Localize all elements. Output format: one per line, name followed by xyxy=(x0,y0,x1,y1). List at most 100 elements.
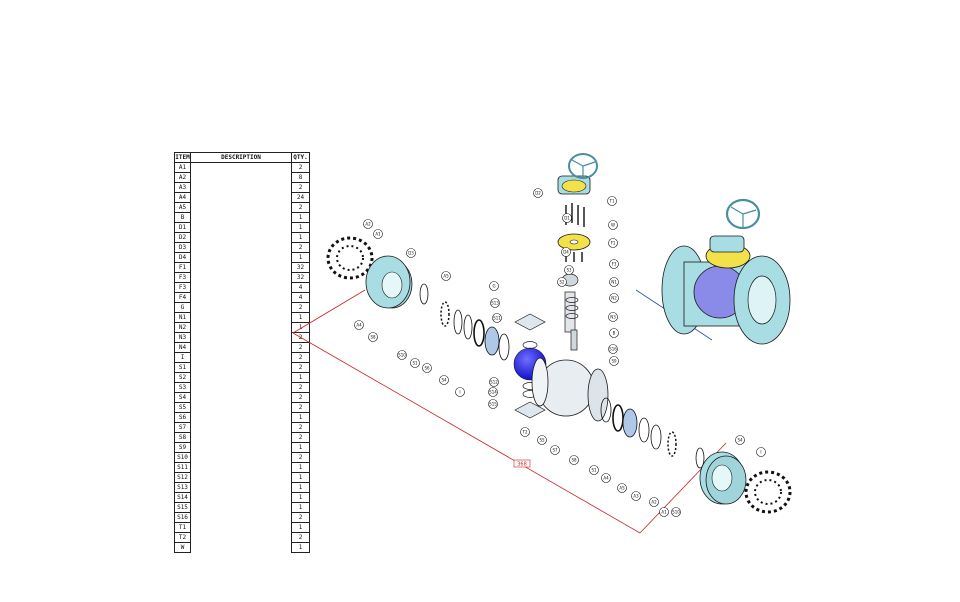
assembled-valve xyxy=(661,198,791,345)
svg-text:S1: S1 xyxy=(591,467,597,472)
svg-text:W: W xyxy=(611,222,615,227)
item-balloon: S2 xyxy=(557,277,567,287)
valve-body xyxy=(531,357,609,422)
svg-text:S12: S12 xyxy=(490,379,498,384)
item-balloon: D1 xyxy=(562,213,572,223)
item-balloon: S13 xyxy=(490,298,500,308)
svg-text:S11: S11 xyxy=(493,315,501,320)
item-balloon: S8 xyxy=(368,332,378,342)
bom-qty-cell: 1 xyxy=(291,542,310,553)
item-balloon: A2 xyxy=(649,497,659,507)
item-balloon: N2 xyxy=(609,293,619,303)
svg-text:S8: S8 xyxy=(571,457,577,462)
svg-text:I: I xyxy=(760,449,761,454)
svg-text:B: B xyxy=(613,330,616,335)
item-balloon: A5 xyxy=(441,271,451,281)
svg-text:N3: N3 xyxy=(610,314,616,319)
svg-text:A3: A3 xyxy=(633,493,639,498)
item-balloon: S3 xyxy=(564,265,574,275)
svg-text:I: I xyxy=(459,389,460,394)
trunnion-plates xyxy=(514,313,546,419)
item-balloon: T1 xyxy=(607,196,617,206)
svg-text:S13: S13 xyxy=(491,300,499,305)
svg-text:S10: S10 xyxy=(398,352,406,357)
item-balloon: T2 xyxy=(520,427,530,437)
svg-text:D1: D1 xyxy=(564,215,570,220)
item-balloon: A2 xyxy=(363,219,373,229)
svg-text:G: G xyxy=(492,283,495,288)
item-balloon: S16 xyxy=(608,344,618,354)
item-balloon: N3 xyxy=(608,312,618,322)
gear-operator xyxy=(557,153,598,195)
right-end-flange xyxy=(699,451,747,505)
item-balloon: D4 xyxy=(561,247,571,257)
item-balloon: W xyxy=(608,220,618,230)
right-stud-bolts xyxy=(744,470,792,514)
left-end-flange xyxy=(365,255,413,309)
svg-text:A2: A2 xyxy=(651,499,657,504)
item-balloon: S4 xyxy=(439,375,449,385)
svg-text:S14: S14 xyxy=(489,389,497,394)
item-balloon: S1 xyxy=(410,358,420,368)
svg-text:A4: A4 xyxy=(603,475,609,480)
svg-text:S4: S4 xyxy=(441,377,447,382)
svg-text:F3: F3 xyxy=(612,261,617,266)
item-balloon: A3 xyxy=(631,491,641,501)
item-balloon: S9 xyxy=(609,356,619,366)
item-balloon: S5 xyxy=(537,435,547,445)
svg-text:A5: A5 xyxy=(443,273,449,278)
svg-text:T1: T1 xyxy=(609,198,615,203)
gear-adaptor-plate xyxy=(557,233,591,251)
svg-text:S16: S16 xyxy=(609,346,617,351)
item-balloon: S6 xyxy=(422,363,432,373)
item-balloon: A4 xyxy=(601,473,611,483)
svg-text:D3: D3 xyxy=(408,250,414,255)
svg-text:S2: S2 xyxy=(559,279,565,284)
svg-text:D2: D2 xyxy=(535,190,541,195)
item-balloon: S10 xyxy=(397,350,407,360)
svg-text:S10: S10 xyxy=(672,509,680,514)
item-balloon: S14 xyxy=(488,387,498,397)
right-seat-rings xyxy=(600,397,705,469)
item-balloon: G xyxy=(489,281,499,291)
svg-text:N2: N2 xyxy=(611,295,617,300)
left-seat-rings xyxy=(419,283,510,361)
item-balloon: I xyxy=(455,387,465,397)
item-balloon: A5 xyxy=(617,483,627,493)
item-balloons: A1A2D3A5A4S8S10S1S6S4IGS13S11S12S14S15T2… xyxy=(354,188,766,517)
svg-text:S6: S6 xyxy=(424,365,430,370)
svg-text:A1: A1 xyxy=(661,509,667,514)
item-balloon: F3 xyxy=(609,259,619,269)
item-balloon: S8 xyxy=(569,455,579,465)
item-balloon: S11 xyxy=(492,313,502,323)
svg-text:A2: A2 xyxy=(365,221,371,226)
dimension-label-main: 368 xyxy=(513,459,531,468)
svg-text:T2: T2 xyxy=(522,429,528,434)
item-balloon: S15 xyxy=(488,399,498,409)
left-stud-bolts xyxy=(326,236,374,280)
svg-text:A4: A4 xyxy=(356,322,362,327)
svg-text:S3: S3 xyxy=(566,267,572,272)
item-balloon: D3 xyxy=(406,248,416,258)
svg-text:S15: S15 xyxy=(489,401,497,406)
item-balloon: S1 xyxy=(589,465,599,475)
svg-text:D4: D4 xyxy=(563,249,569,254)
item-balloon: D2 xyxy=(533,188,543,198)
svg-text:S5: S5 xyxy=(539,437,545,442)
item-balloon: B xyxy=(609,328,619,338)
item-balloon: N1 xyxy=(609,277,619,287)
item-balloon: A1 xyxy=(373,229,383,239)
item-balloon: S4 xyxy=(735,435,745,445)
item-balloon: A4 xyxy=(354,320,364,330)
svg-text:A1: A1 xyxy=(375,231,381,236)
